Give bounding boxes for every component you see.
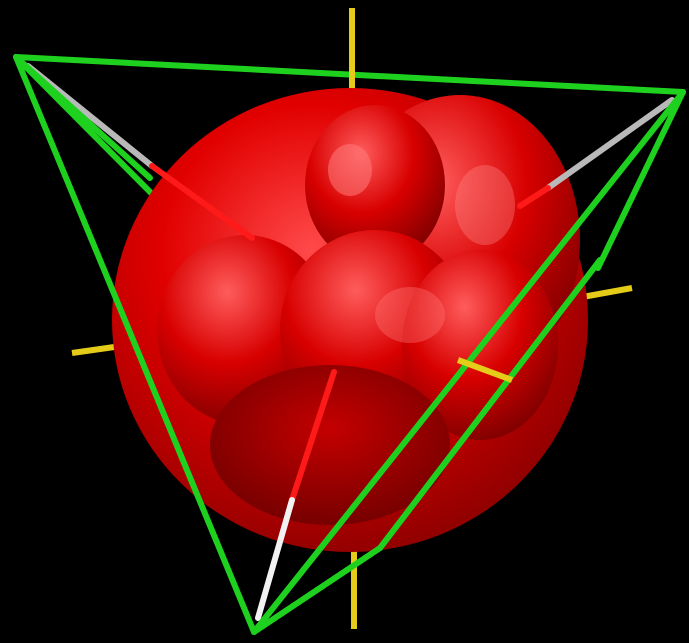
orbital-highlight-center — [375, 287, 445, 343]
red-orbital-icon — [112, 88, 588, 552]
orbital-highlight-right — [455, 165, 515, 245]
orbital-highlight-top — [328, 144, 372, 196]
